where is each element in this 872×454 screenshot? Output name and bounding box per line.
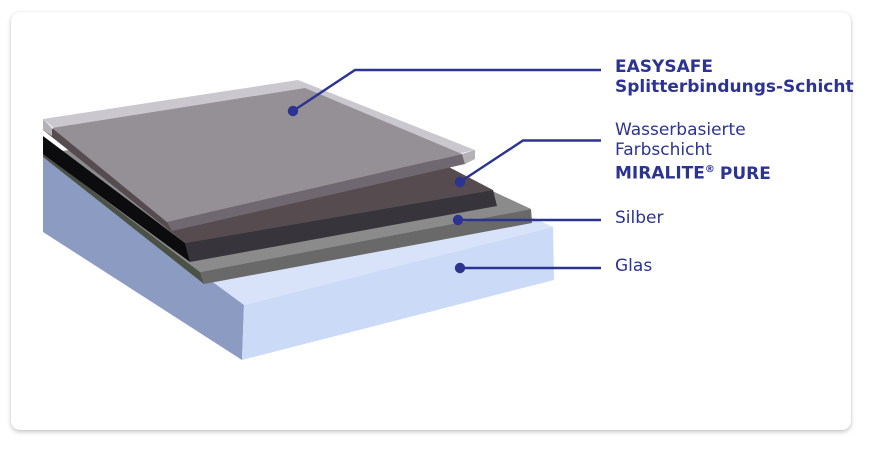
label-silver-text: Silber (615, 208, 664, 228)
label-silver: Silber (615, 208, 663, 228)
easysafe-surface (52, 88, 462, 222)
label-paint-line1: Wasserbasierte (615, 120, 746, 140)
glass-front-face (242, 227, 554, 360)
paint-front-face (185, 190, 497, 262)
glass-left-face (43, 157, 244, 360)
paint-left-face (43, 136, 190, 262)
label-glass: Glas (615, 256, 652, 276)
leader-line-easysafe (292, 68, 601, 113)
easysafe-film-front-edge (167, 154, 465, 231)
leader-dot-silver (452, 214, 464, 226)
label-glass-text: Glas (615, 256, 653, 276)
label-easysafe: EASYSAFE Splitterbindungs-Schicht (615, 57, 854, 97)
silver-left-face (43, 153, 204, 284)
label-easysafe-line2: Splitterbindungs-Schicht (615, 77, 854, 97)
label-easysafe-line1: EASYSAFE (615, 57, 713, 77)
leader-dot-paint (454, 176, 466, 188)
leader-line-paint (459, 139, 601, 184)
leader-dot-glass (454, 262, 466, 274)
easysafe-film-left-edge (43, 119, 52, 136)
label-paint: Wasserbasierte Farbschicht MIRALITE® PURE (615, 120, 771, 184)
label-paint-line2: Farbschicht (615, 140, 712, 160)
easysafe-film-right-edge (462, 150, 475, 164)
registered-trademark-symbol: ® (704, 164, 715, 175)
silver-front-face (200, 209, 532, 284)
label-paint-line3: MIRALITE® PURE (615, 160, 771, 184)
brand-name: MIRALITE (615, 163, 705, 184)
leader-dot-easysafe (287, 105, 299, 117)
brand-suffix: PURE (719, 163, 771, 184)
